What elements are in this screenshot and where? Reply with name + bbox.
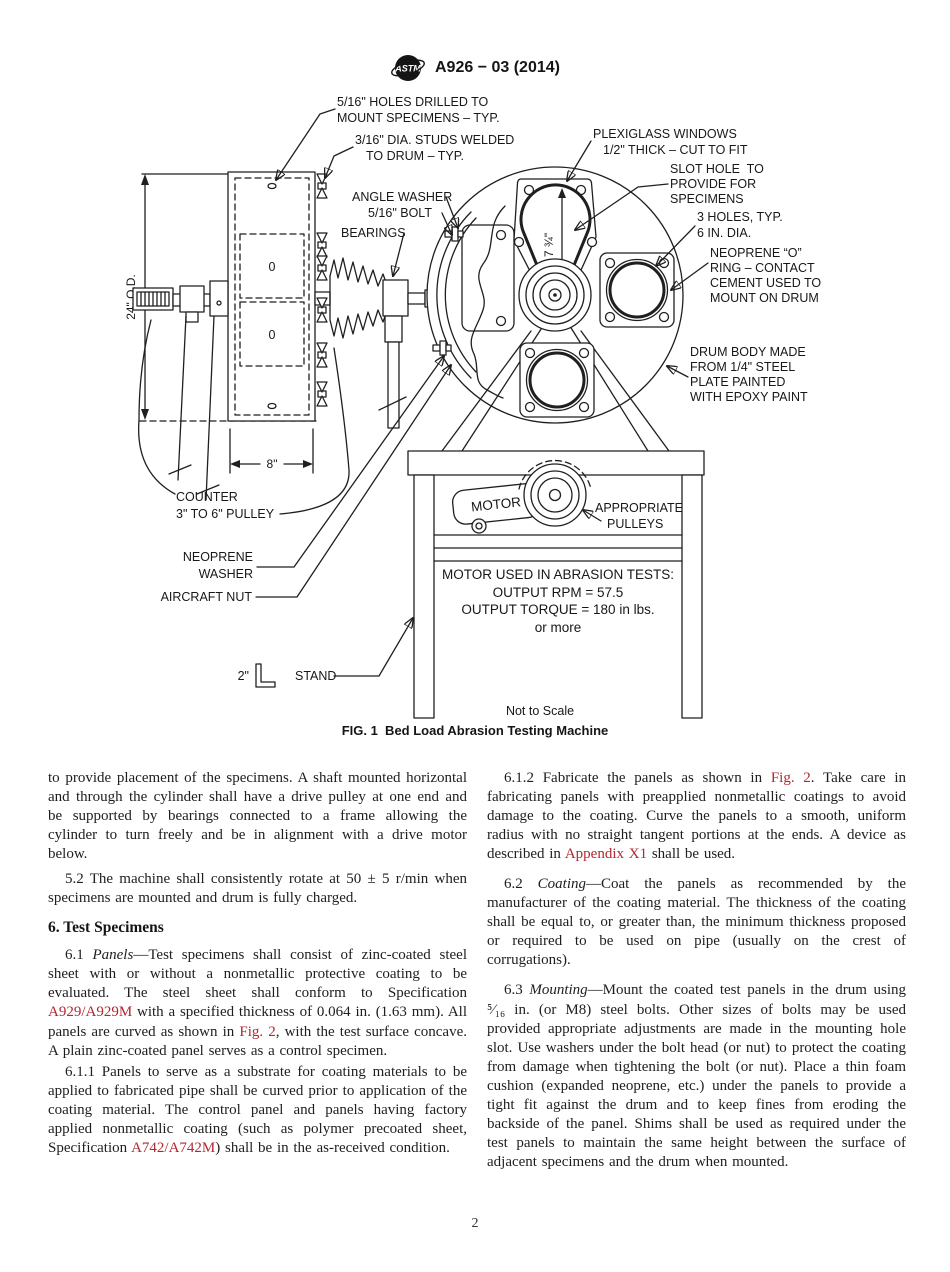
label-oring-line4: MOUNT ON DRUM	[710, 291, 819, 305]
paragraph-6-1-1: 6.1.1 Panels to serve as a substrate for…	[48, 1063, 467, 1156]
label-aircraft-nut: AIRCRAFT NUT	[161, 590, 253, 604]
drum-front-view: 7 ¾"	[426, 166, 684, 452]
label-oring-line3: CEMENT USED TO	[710, 276, 821, 290]
label-3-holes-line1: 3 HOLES, TYP.	[697, 210, 783, 224]
astm-logo-text: ASTM	[394, 64, 421, 74]
label-drum-body-line4: WITH EPOXY PAINT	[690, 390, 808, 404]
label-oring-line2: RING – CONTACT	[710, 261, 815, 275]
left-column: to provide placement of the specimens. A…	[48, 769, 467, 1178]
paragraph-6-3: 6.3 Mounting—Mount the coated test panel…	[487, 982, 907, 1170]
ref-link[interactable]: A742/A742M	[131, 1139, 216, 1156]
paragraph-6-1: 6.1 Panels—Test specimens shall consist …	[48, 947, 467, 1059]
paragraph-5-2: 5.2 The machine shall consistently rotat…	[48, 871, 467, 907]
label-motor: MOTOR	[470, 494, 522, 514]
label-holes-line2: MOUNT SPECIMENS – TYP.	[337, 111, 500, 125]
ref-link[interactable]: Fig. 2	[239, 1023, 276, 1040]
ref-link[interactable]: A929/A929M	[48, 1004, 133, 1021]
label-drum-body-line3: PLATE PAINTED	[690, 375, 785, 389]
label-neoprene-washer-line2: WASHER	[199, 567, 253, 581]
page-number: 2	[471, 1216, 479, 1231]
label-counter-line2: 3" TO 6" PULLEY	[176, 507, 275, 521]
label-slot-hole-line1: SLOT HOLE TO	[670, 162, 764, 176]
label-bearings: BEARINGS	[341, 226, 406, 240]
label-7-34: 7 ¾"	[542, 233, 556, 257]
motor-note-line4: or more	[535, 620, 582, 635]
paragraph-6-1-2: 6.1.2 Fabricate the panels as shown in F…	[487, 770, 906, 863]
paragraph-continuation: to provide placement of the specimens. A…	[48, 770, 467, 863]
label-slot-hole-line3: SPECIMENS	[670, 192, 744, 206]
right-column: 6.1.2 Fabricate the panels as shown in F…	[487, 769, 906, 1178]
label-oring-line1: NEOPRENE “O”	[710, 246, 802, 260]
label-8in: 8"	[267, 457, 278, 471]
label-neoprene-washer-line1: NEOPRENE	[183, 550, 253, 564]
label-not-to-scale: Not to Scale	[506, 704, 574, 718]
label-2in: 2"	[238, 669, 249, 683]
label-pulleys-line2: PULLEYS	[607, 517, 663, 531]
label-drum-body-line1: DRUM BODY MADE	[690, 345, 806, 359]
label-zero-lower: 0	[269, 328, 276, 342]
motor-note-line1: MOTOR USED IN ABRASION TESTS:	[442, 567, 674, 582]
stand-assembly: MOTOR APPROPRIATE PULLEYS MOTOR USED IN …	[407, 450, 705, 719]
ref-link[interactable]: Fig. 2	[770, 770, 811, 786]
label-holes-line1: 5/16" HOLES DRILLED TO	[337, 95, 489, 109]
ref-link[interactable]: Appendix X1	[564, 846, 648, 863]
label-angle-washer: ANGLE WASHER	[352, 190, 452, 204]
label-3-holes-line2: 6 IN. DIA.	[697, 226, 751, 240]
astm-logo: ASTM	[391, 55, 425, 81]
callout-labels: 5/16" HOLES DRILLED TO MOUNT SPECIMENS –…	[137, 95, 821, 688]
motor-note-line3: OUTPUT TORQUE = 180 in lbs.	[461, 602, 654, 617]
figure-1-diagram: 24" O.D. 0 0	[124, 95, 821, 719]
label-counter-line1: COUNTER	[176, 490, 238, 504]
label-bolt: 5/16" BOLT	[368, 206, 432, 220]
label-pulleys-line1: APPROPRIATE	[595, 501, 683, 515]
figure-caption: FIG. 1 Bed Load Abrasion Testing Machine	[341, 723, 609, 738]
drum-side-view: 24" O.D. 0 0	[124, 171, 441, 501]
section-heading-6: 6. Test Specimens	[48, 919, 164, 937]
body-text: to provide placement of the specimens. A…	[48, 769, 906, 1178]
motor-note-line2: OUTPUT RPM = 57.5	[493, 585, 624, 600]
wing-nuts	[316, 173, 328, 407]
label-plexiglass-line1: PLEXIGLASS WINDOWS	[593, 127, 737, 141]
paragraph-6-2: 6.2 Coating—Coat the panels as recommend…	[487, 876, 907, 969]
label-zero-upper: 0	[269, 260, 276, 274]
angle-iron-glyph	[255, 663, 276, 688]
label-plexiglass-line2: 1/2" THICK – CUT TO FIT	[603, 143, 748, 157]
page-header: ASTM A926 − 03 (2014)	[0, 50, 950, 86]
label-stand: STAND	[295, 669, 336, 683]
label-studs-line2: TO DRUM – TYP.	[366, 149, 464, 163]
label-slot-hole-line2: PROVIDE FOR	[670, 177, 756, 191]
label-studs-line1: 3/16" DIA. STUDS WELDED	[355, 133, 514, 147]
document-title: A926 − 03 (2014)	[435, 59, 560, 76]
label-drum-body-line2: FROM 1/4" STEEL	[690, 360, 795, 374]
bolt-cluster-bottom	[432, 340, 452, 356]
